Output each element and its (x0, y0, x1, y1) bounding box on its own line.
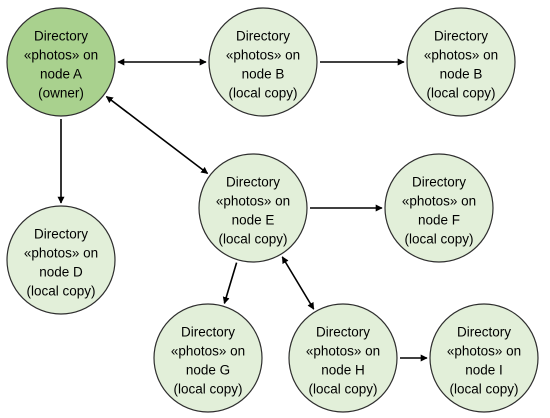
node-label-line: «photos» on (24, 48, 98, 63)
node-label-line: (local copy) (449, 382, 518, 397)
node-circle (6, 205, 116, 315)
node-g: Directory «photos» on node G (local copy) (153, 303, 263, 413)
node-label-line: node G (186, 363, 230, 378)
node-label-line: (local copy) (173, 382, 242, 397)
edges (57, 58, 428, 362)
node-label-line: «photos» on (306, 344, 380, 359)
node-f: Directory «photos» on node F (local copy) (384, 153, 494, 263)
node-label-line: node D (39, 265, 83, 280)
edge-e-g-arrow (222, 262, 238, 305)
node-label-line: node A (40, 67, 82, 82)
node-label-line: Directory (434, 29, 488, 44)
node-label-line: (local copy) (218, 232, 287, 247)
edge-a-e-arrow (105, 95, 209, 175)
node-label-line: Directory (226, 175, 280, 190)
node-label-line: Directory (236, 29, 290, 44)
node-i: Directory «photos» on node I (local copy) (429, 303, 539, 413)
node-circle (153, 303, 263, 413)
node-circle (6, 7, 116, 117)
node-circle (208, 7, 318, 117)
node-a: Directory «photos» on node A (owner) (6, 7, 116, 117)
node-label-line: «photos» on (226, 48, 300, 63)
node-label-line: «photos» on (424, 48, 498, 63)
node-label-line: Directory (412, 175, 466, 190)
node-label-line: Directory (34, 227, 88, 242)
node-e: Directory «photos» on node E (local copy) (198, 153, 308, 263)
node-label-line: node B (242, 67, 285, 82)
node-label-line: node I (465, 363, 503, 378)
node-circle (288, 303, 398, 413)
node-circle (429, 303, 539, 413)
node-label-line: (local copy) (228, 86, 297, 101)
node-label-line: (owner) (38, 86, 84, 101)
node-label-line: (local copy) (426, 86, 495, 101)
node-d: Directory «photos» on node D (local copy) (6, 205, 116, 315)
node-label-line: Directory (34, 29, 88, 44)
node-label-line: (local copy) (404, 232, 473, 247)
node-label-line: «photos» on (171, 344, 245, 359)
node-label-line: Directory (316, 325, 370, 340)
node-circle (406, 7, 516, 117)
node-label-line: node H (321, 363, 365, 378)
edge-e-h-arrow (281, 256, 315, 310)
node-label-line: node E (232, 213, 275, 228)
node-circle (198, 153, 308, 263)
node-label-line: node F (418, 213, 460, 228)
node-b1: Directory «photos» on node B (local copy) (208, 7, 318, 117)
node-label-line: node B (440, 67, 483, 82)
node-label-line: (local copy) (26, 284, 95, 299)
node-label-line: Directory (181, 325, 235, 340)
node-label-line: «photos» on (402, 194, 476, 209)
node-label-line: «photos» on (24, 246, 98, 261)
node-b2: Directory «photos» on node B (local copy) (406, 7, 516, 117)
node-label-line: Directory (457, 325, 511, 340)
node-label-line: (local copy) (308, 382, 377, 397)
node-h: Directory «photos» on node H (local copy) (288, 303, 398, 413)
node-circle (384, 153, 494, 263)
node-label-line: «photos» on (447, 344, 521, 359)
node-label-line: «photos» on (216, 194, 290, 209)
